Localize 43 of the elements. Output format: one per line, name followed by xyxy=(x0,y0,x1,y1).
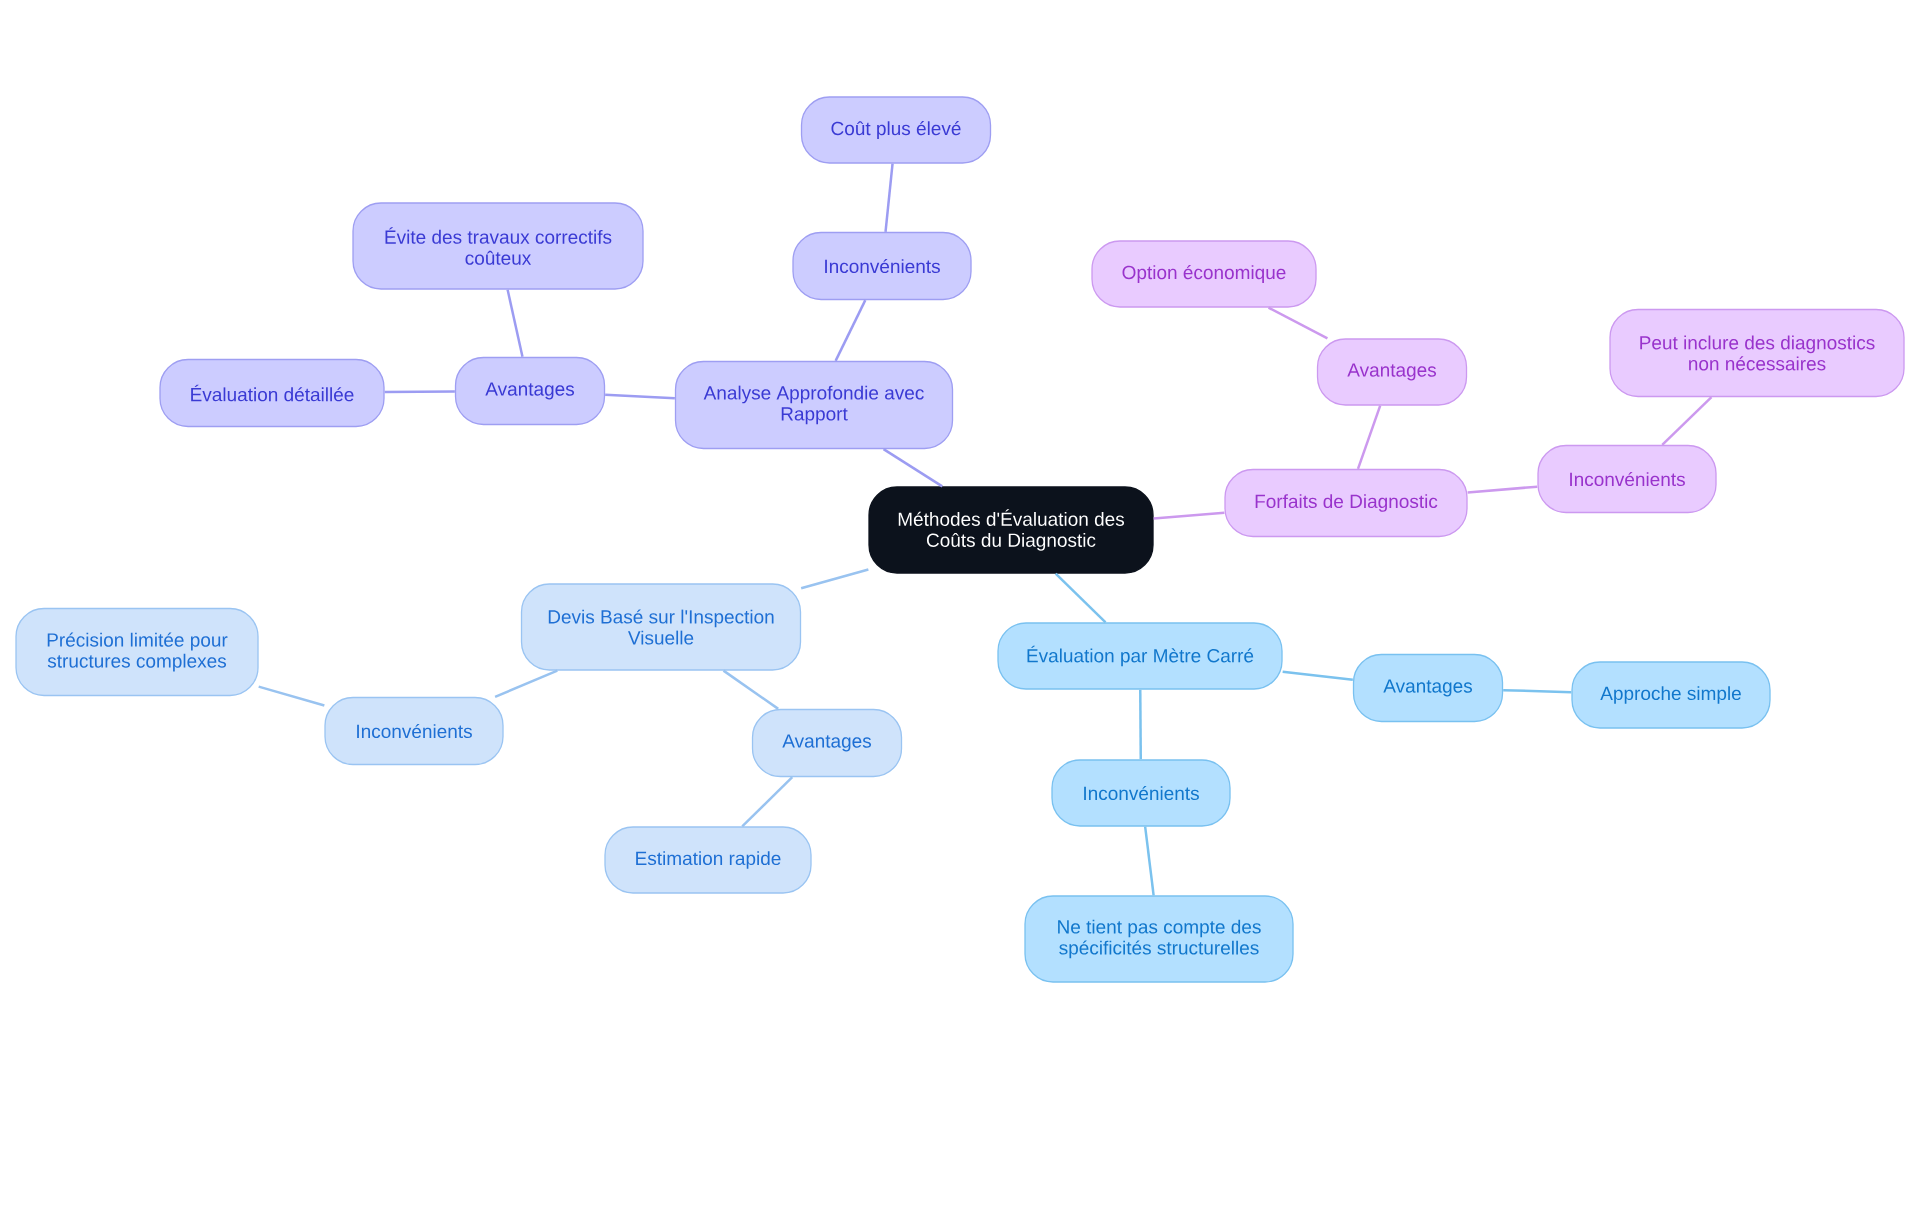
connector-line xyxy=(741,776,794,828)
topic-box: Option économique xyxy=(1091,240,1317,308)
connector-line xyxy=(258,685,325,707)
connector-line xyxy=(1467,485,1538,494)
topic-box: Évaluation par Mètre Carré xyxy=(997,622,1283,690)
connector-line xyxy=(1153,511,1225,520)
connector-line xyxy=(722,669,779,710)
connector-line xyxy=(834,299,867,362)
topic-box: Avantages xyxy=(751,708,903,778)
topic-box: Inconvénients xyxy=(324,696,504,766)
topic-box: Analyse Approfondie avec Rapport xyxy=(674,360,954,450)
topic-box: Coût plus élevé xyxy=(800,96,992,164)
topic-box: Devis Basé sur l'Inspection Visuelle xyxy=(520,583,802,671)
topic-box: Forfaits de Diagnostic xyxy=(1224,468,1468,538)
topic-box: Inconvénients xyxy=(792,231,972,301)
connector-line xyxy=(494,669,558,698)
central-topic-box: Méthodes d'Évaluation des Coûts du Diagnostic xyxy=(868,486,1154,574)
topic-box: Approche simple xyxy=(1571,661,1771,729)
topic-box: Inconvénients xyxy=(1537,444,1717,514)
connector-line xyxy=(1356,405,1382,470)
topic-box: Évite des travaux correctifs coûteux xyxy=(352,202,644,290)
topic-box: Inconvénients xyxy=(1051,759,1231,827)
topic-box: Avantages xyxy=(1352,653,1504,723)
topic-box: Estimation rapide xyxy=(604,826,812,894)
connector-line xyxy=(1282,670,1353,681)
connector-line xyxy=(1054,572,1107,624)
connector-line xyxy=(605,393,675,400)
connector-line xyxy=(884,163,894,232)
connector-line xyxy=(1503,688,1572,694)
topic-box: Avantages xyxy=(1316,338,1468,406)
connector-line xyxy=(1139,689,1142,760)
topic-box: Avantages xyxy=(454,356,606,426)
connector-line xyxy=(384,390,455,394)
connector-line xyxy=(800,568,869,590)
connector-line xyxy=(1267,306,1329,340)
connector-line xyxy=(882,448,943,488)
topic-box: Ne tient pas compte des spécificités structurelles xyxy=(1024,895,1294,983)
connector-line xyxy=(1661,396,1713,446)
topic-box: Précision limitée pour structures complexes xyxy=(15,607,259,697)
topic-box: Peut inclure des diagnostics non nécessaires xyxy=(1609,308,1905,398)
connector-line xyxy=(506,289,524,358)
connector-line xyxy=(1143,826,1155,896)
topic-box: Évaluation détaillée xyxy=(159,358,385,428)
